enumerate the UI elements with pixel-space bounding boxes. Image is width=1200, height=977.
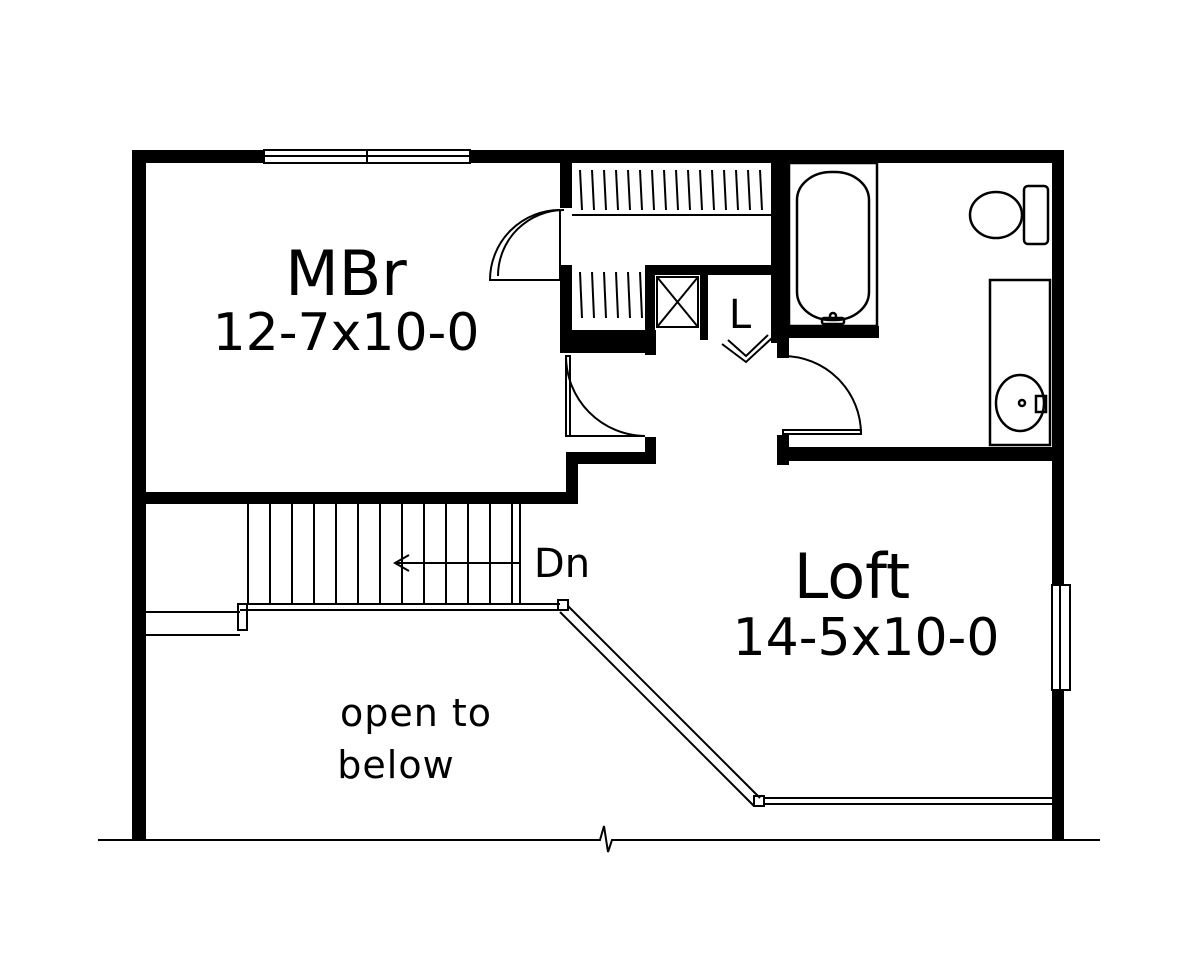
closet-hanger-tick: [687, 169, 691, 211]
bath-door: [782, 355, 863, 435]
wall-mbr-right-stub: [560, 341, 656, 353]
doors: [488, 209, 863, 437]
window-right: [1051, 584, 1071, 691]
wall-bath-left: [777, 163, 789, 358]
closet-hanger-tick: [663, 169, 667, 211]
closet-hanger-tick: [639, 169, 643, 211]
window-top: [263, 149, 471, 164]
railings: [146, 599, 1052, 807]
closet-hanger-tick: [699, 169, 703, 211]
break-line: [98, 825, 1100, 853]
wall-hall-west-lower: [645, 437, 656, 464]
wall-bath-bottom: [777, 447, 1064, 461]
wall-bath-door-stub: [777, 435, 789, 465]
wall-bath-tub-bottom: [777, 326, 879, 338]
wall-right-lower: [1052, 690, 1064, 840]
closet-hanger-tick: [615, 169, 619, 211]
mbr-room-dimensions: 12-7x10-0: [213, 303, 480, 363]
wall-left: [132, 150, 146, 840]
laundry-chute: [656, 276, 699, 328]
mbr-door: [565, 355, 646, 437]
closet-hanger-tick: [579, 271, 583, 319]
closet-hanger-tick: [627, 271, 631, 319]
closet-hanger-tick: [759, 169, 763, 211]
closet-hanger-tick: [711, 169, 715, 211]
closet-hanger-tick: [603, 169, 607, 211]
closet-door: [488, 209, 561, 281]
wall-mbr-jog-vert: [566, 452, 578, 504]
wall-closet-bottom: [560, 330, 656, 342]
linen-label: L: [729, 292, 752, 338]
interior-walls: [146, 163, 1064, 504]
closet-hanger-tick: [675, 169, 679, 211]
toilet: [968, 184, 1050, 246]
closet-hanger-tick: [591, 271, 595, 319]
linen-bifold-door: [721, 334, 773, 364]
wall-mbr-bottom: [146, 492, 578, 504]
wall-closet-left-upper: [560, 163, 572, 208]
wall-right-upper: [1052, 150, 1064, 585]
wall-top-left: [132, 150, 264, 163]
closet-hanger-tick: [639, 271, 643, 319]
closet-hanger-tick: [579, 169, 583, 211]
exterior-walls: [132, 150, 1064, 840]
closet-hanger-tick: [615, 271, 619, 319]
closet-hanger-tick: [627, 169, 631, 211]
wall-top-right: [470, 150, 1064, 163]
loft-room-dimensions: 14-5x10-0: [733, 608, 1000, 668]
closet-shelving: [572, 169, 771, 319]
closet-hanger-tick: [603, 271, 607, 319]
closet-hanger-tick: [735, 169, 739, 211]
open-to-below-line2: below: [337, 743, 454, 787]
mbr-room-name: MBr: [285, 237, 407, 310]
open-to-below-line1: open to: [340, 691, 492, 735]
loft-room-name: Loft: [794, 540, 910, 613]
closet-hanger-tick: [747, 169, 751, 211]
closet-hanger-tick: [723, 169, 727, 211]
stairs: [247, 504, 521, 603]
vanity-sink: [988, 278, 1052, 447]
stairs-down-label: Dn: [534, 541, 590, 587]
wall-closet-inner-top: [645, 265, 783, 275]
wall-chute-right: [700, 275, 708, 340]
bathtub: [787, 161, 879, 328]
wall-mbr-jog-horiz: [566, 452, 656, 464]
wall-chute-left: [645, 265, 655, 340]
closet-hanger-tick: [651, 169, 655, 211]
wall-closet-left-lower: [560, 265, 572, 347]
closet-hanger-tick: [591, 169, 595, 211]
